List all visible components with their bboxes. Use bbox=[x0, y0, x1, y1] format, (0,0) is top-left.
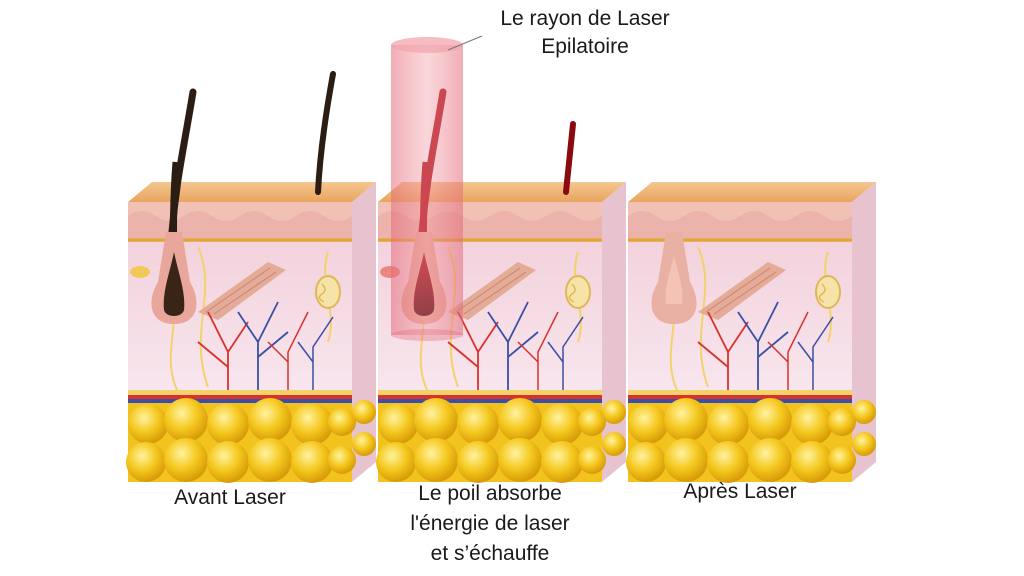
hair-bulb bbox=[163, 252, 185, 316]
during-label-line1: Le poil absorbe bbox=[418, 482, 562, 505]
laser-pointer-line bbox=[447, 35, 483, 51]
laser-beam-label-line1: Le rayon de Laser bbox=[500, 7, 670, 30]
panel-after bbox=[624, 180, 878, 485]
laser-beam bbox=[391, 37, 463, 341]
before-label: Avant Laser bbox=[174, 486, 286, 509]
laser-beam-label: Le rayon de Laser Epilatoire bbox=[470, 5, 700, 61]
panel-before bbox=[124, 71, 378, 485]
during-label: Le poil absorbe l'énergie de laser et s’… bbox=[385, 479, 595, 569]
laser-beam-label-line2: Epilatoire bbox=[541, 35, 629, 58]
during-label-line2: l'énergie de laser bbox=[410, 512, 570, 535]
after-label: Après Laser bbox=[683, 480, 797, 503]
during-label-line3: et s’échauffe bbox=[430, 542, 550, 565]
